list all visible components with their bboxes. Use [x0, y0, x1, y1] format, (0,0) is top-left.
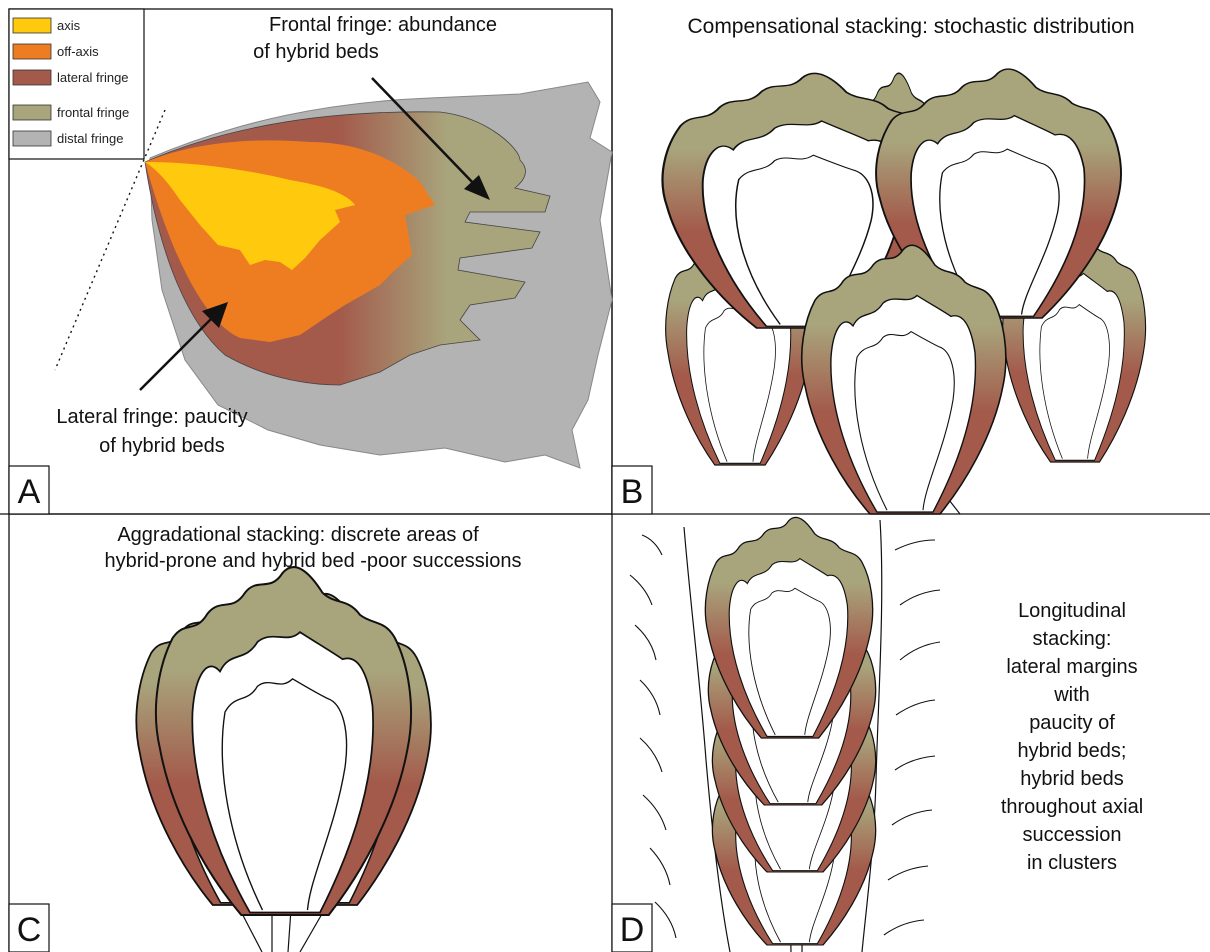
legend-swatch-lateral-fringe [13, 70, 51, 85]
panel-d-text-line-10: in clusters [1027, 852, 1117, 874]
lateral-fringe-annotation-line2: of hybrid beds [99, 435, 225, 457]
panel-d-text-line-7: hybrid beds [1020, 768, 1123, 790]
panel-c-title-line1: Aggradational stacking: discrete areas o… [117, 524, 479, 546]
panel-d-text-line-3: lateral margins [1006, 656, 1137, 678]
legend-label-distal-fringe: distal fringe [57, 131, 123, 146]
panel-d-text-line-4: with [1053, 684, 1090, 706]
panel-b-title: Compensational stacking: stochastic dist… [687, 15, 1134, 38]
legend-label-off-axis: off-axis [57, 44, 99, 59]
panel-d-letter: D [620, 911, 645, 949]
frontal-fringe-annotation-line2: of hybrid beds [253, 41, 379, 63]
panel-d-text-line-2: stacking: [1033, 628, 1112, 650]
legend-swatch-frontal-fringe [13, 105, 51, 120]
panel-d-text-line-8: throughout axial [1001, 796, 1143, 818]
legend-swatch-off-axis [13, 44, 51, 59]
frontal-fringe-annotation-line1: Frontal fringe: abundance [269, 14, 497, 36]
panel-a: Frontal fringe: abundance of hybrid beds… [9, 9, 612, 514]
panel-c-letter: C [17, 911, 42, 949]
panel-b-letter: B [621, 473, 644, 511]
legend-label-axis: axis [57, 18, 81, 33]
panel-d-description: Longitudinal stacking: lateral margins w… [1001, 600, 1143, 874]
panel-c: Aggradational stacking: discrete areas o… [9, 524, 521, 952]
legend-swatch-distal-fringe [13, 131, 51, 146]
lateral-fringe-annotation-line1: Lateral fringe: paucity [56, 406, 247, 428]
panel-b: Compensational stacking: stochastic dist… [612, 15, 1146, 514]
panel-d-text-line-5: paucity of [1029, 712, 1115, 734]
panel-d: Longitudinal stacking: lateral margins w… [612, 517, 1143, 952]
legend-label-lateral-fringe: lateral fringe [57, 70, 129, 85]
legend: axis off-axis lateral fringe frontal fri… [9, 9, 144, 159]
panel-d-text-line-9: succession [1023, 824, 1122, 846]
right-levee-ticks [884, 540, 940, 935]
panel-c-title-line2: hybrid-prone and hybrid bed -poor succes… [105, 550, 522, 572]
legend-label-frontal-fringe: frontal fringe [57, 105, 129, 120]
panel-a-letter: A [18, 473, 41, 511]
legend-swatch-axis [13, 18, 51, 33]
left-levee-ticks [630, 535, 676, 938]
panel-d-text-line-6: hybrid beds; [1018, 740, 1127, 762]
panel-d-text-line-1: Longitudinal [1018, 600, 1126, 622]
